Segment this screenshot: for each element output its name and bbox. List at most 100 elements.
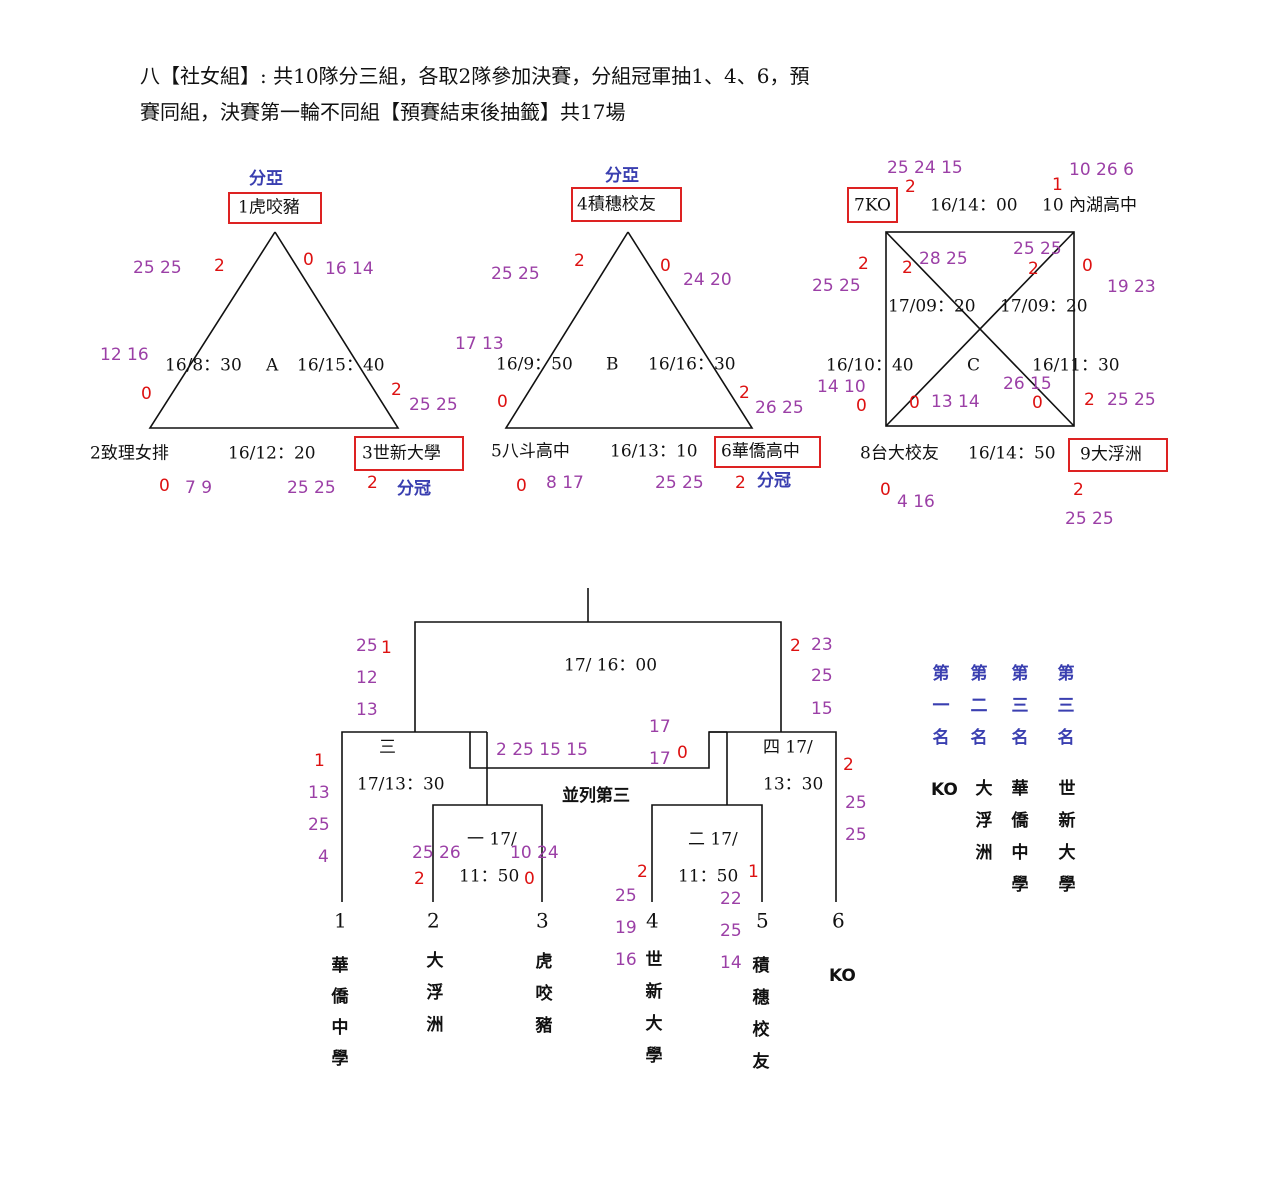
bracket-score: 23 xyxy=(811,635,833,655)
group-b-score: 0 xyxy=(660,256,671,276)
bracket-score: 0 xyxy=(524,869,535,889)
bracket-slot-name-6: KO xyxy=(829,966,856,986)
bracket-slot-name-5-char: 友 xyxy=(753,1051,770,1072)
bracket-q2 xyxy=(651,804,763,902)
bracket-score: 25 xyxy=(356,636,378,656)
bracket-slot-number: 4 xyxy=(646,909,659,933)
ranking-header-1-char: 名 xyxy=(933,727,950,748)
group-c-team8: 8台大校友 xyxy=(860,444,939,464)
group-c-score: 0 xyxy=(1032,393,1043,413)
bracket-score: 1 xyxy=(381,638,392,658)
group-a-triangle xyxy=(148,231,400,429)
group-b-center: B xyxy=(606,355,619,375)
ranking-header-3-char: 第 xyxy=(1012,663,1029,684)
group-a-team3-box xyxy=(354,436,464,471)
bracket-slot-name-1-char: 中 xyxy=(332,1017,349,1038)
group-c-team7-box xyxy=(847,187,898,223)
bracket-slot-name-5-char: 積 xyxy=(753,955,771,976)
ranking-header-4-char: 三 xyxy=(1058,696,1075,716)
group-b-runner-label: 分亞 xyxy=(605,166,639,186)
group-a-score: 2 xyxy=(367,473,378,493)
group-b-team6: 6華僑高中 xyxy=(721,442,800,462)
bracket-slot-name-1-char: 學 xyxy=(332,1049,349,1069)
bracket-score: 4 xyxy=(318,847,329,867)
bracket-score: 15 xyxy=(811,699,833,719)
ranking-team-4-char: 世 xyxy=(1059,779,1076,799)
bracket-score: 19 xyxy=(615,918,637,938)
ranking-team-2-char: 大 xyxy=(976,778,993,799)
bracket-slot-name-1-char: 僑 xyxy=(331,986,350,1007)
ranking-team-4-char: 大 xyxy=(1059,842,1076,863)
group-b-score: 8 17 xyxy=(546,473,584,493)
group-a-champ-label: 分冠 xyxy=(397,479,431,499)
group-a-team1: 1虎咬豬 xyxy=(238,198,300,218)
ranking-team-2-char: 浮 xyxy=(976,810,993,831)
group-a-score: 16 14 xyxy=(325,259,374,279)
bracket-score: 2 xyxy=(843,755,854,775)
group-b-score: 25 25 xyxy=(655,473,704,493)
group-c-score: 0 xyxy=(1082,256,1093,276)
group-b-score: 0 xyxy=(516,476,527,496)
bracket-score: 0 xyxy=(677,743,688,763)
bracket-slot-number: 5 xyxy=(756,909,769,933)
group-c-team9-box xyxy=(1068,438,1168,472)
bracket-slot-name-2-char: 浮 xyxy=(427,982,444,1003)
group-c-score: 26 15 xyxy=(1003,374,1052,394)
bracket-slot-name-2: 大浮洲 xyxy=(427,950,444,1035)
group-c-score: 25 25 xyxy=(812,276,861,296)
group-b-score: 26 25 xyxy=(755,398,804,418)
group-a-team1-box xyxy=(228,192,322,224)
group-c-score: 28 25 xyxy=(919,249,968,269)
group-c-square xyxy=(885,231,1075,427)
bracket-slot-name-3-char: 咬 xyxy=(536,983,554,1004)
group-a-runner-label: 分亞 xyxy=(249,169,283,189)
bracket-semi-right-time: 13：30 xyxy=(763,775,823,795)
ranking-team-3-char: 華 xyxy=(1012,779,1029,799)
bracket-score: 17 xyxy=(649,717,671,737)
bracket-score: 12 xyxy=(356,668,378,688)
bracket-q2-label: 二 17/ xyxy=(688,830,738,850)
bracket-final-time: 17/ 16：00 xyxy=(564,656,657,676)
bracket-slot-name-5: 積穗校友 xyxy=(753,955,771,1072)
bracket-q2-time: 11：50 xyxy=(678,867,738,887)
group-c-score: 2 xyxy=(905,177,916,197)
group-a-time-right: 16/15：40 xyxy=(297,356,385,376)
bracket-slot-name-4-char: 新 xyxy=(646,981,663,1002)
bracket-slot-name-5-char: 校 xyxy=(753,1019,771,1040)
ranking-header-4-char: 名 xyxy=(1058,727,1075,748)
bracket-score: 2 xyxy=(790,636,801,656)
group-c-score: 25 25 xyxy=(1013,239,1062,259)
group-b-team4: 4積穗校友 xyxy=(577,195,656,215)
ranking-team-2-char: 洲 xyxy=(976,843,993,863)
bracket-score: 25 xyxy=(811,666,833,686)
group-a-score: 0 xyxy=(159,476,170,496)
bracket-slot-number: 2 xyxy=(427,909,440,933)
ranking-header-2: 第二名 xyxy=(971,663,988,748)
group-b-triangle xyxy=(504,231,754,429)
group-a-score: 25 25 xyxy=(287,478,336,498)
group-c-score: 2 xyxy=(902,258,913,278)
ranking-header-2-char: 名 xyxy=(971,727,988,748)
bracket-slot-name-4-char: 學 xyxy=(646,1046,663,1066)
group-c-score: 25 25 xyxy=(1107,390,1156,410)
group-c-score: 1 xyxy=(1052,175,1063,195)
group-a-time-left: 16/8：30 xyxy=(165,356,242,376)
group-a-time-bottom: 16/12：20 xyxy=(228,444,316,464)
group-c-time-diag-l: 17/09：20 xyxy=(888,297,976,317)
bracket-semi-left xyxy=(341,731,837,902)
group-b-team5: 5八斗高中 xyxy=(491,442,570,462)
group-c-team10: 10 內湖高中 xyxy=(1042,196,1137,216)
bracket-score: 25 26 xyxy=(412,843,461,863)
ranking-team-1: KO xyxy=(931,780,958,800)
group-c-time-right: 16/11：30 xyxy=(1032,356,1120,376)
bracket-slot-number: 1 xyxy=(334,909,347,933)
ranking-team-4-char: 學 xyxy=(1059,875,1076,895)
group-c-score: 14 10 xyxy=(817,377,866,397)
group-b-score: 24 20 xyxy=(683,270,732,290)
group-a-score: 12 16 xyxy=(100,345,149,365)
bracket-score: 17 xyxy=(649,749,671,769)
ranking-team-2: 大浮洲 xyxy=(976,778,993,863)
bracket-slot-name-4-char: 世 xyxy=(646,950,663,970)
group-c-time-diag-r: 17/09：20 xyxy=(1000,297,1088,317)
